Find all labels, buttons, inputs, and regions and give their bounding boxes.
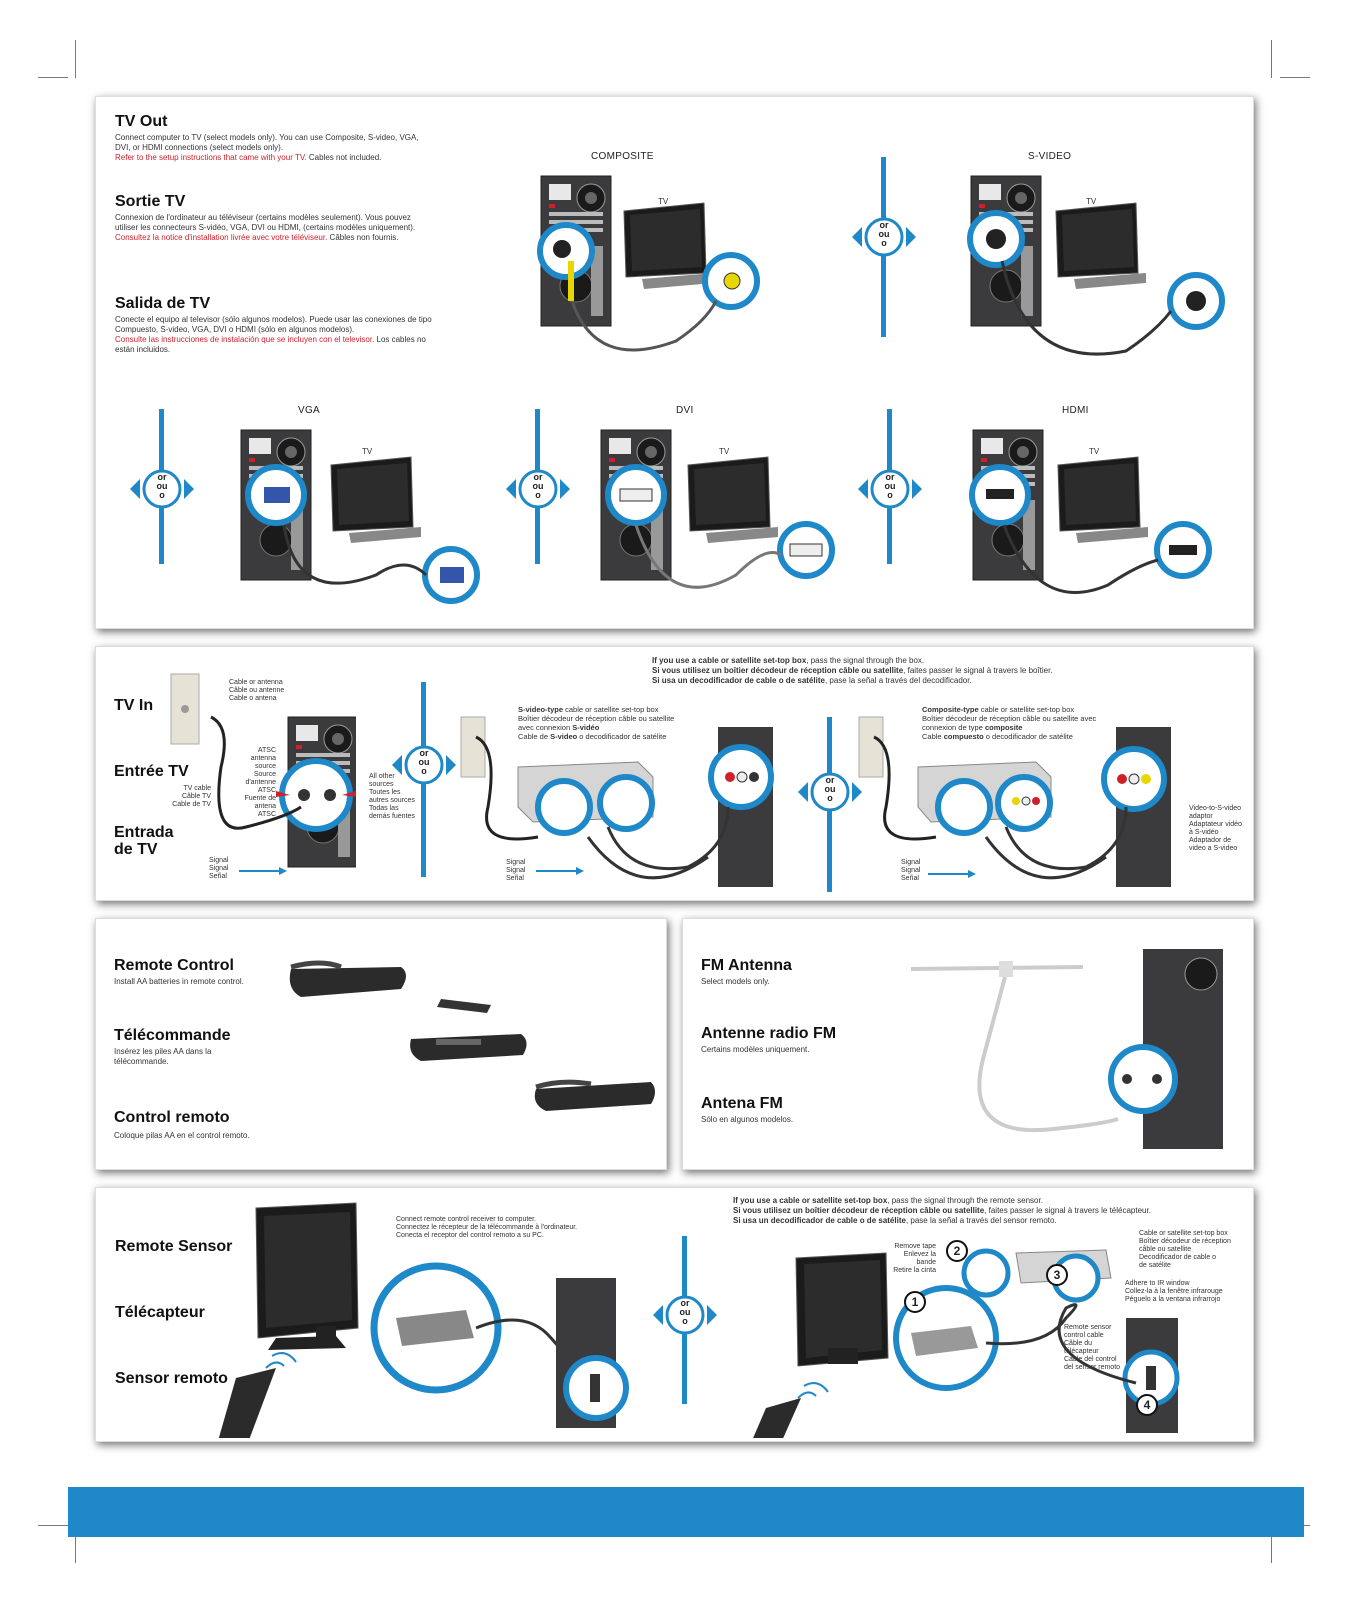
- hdmi-diagram: [969, 429, 1212, 594]
- hdmi-label: HDMI: [1062, 405, 1089, 416]
- stb-intro: If you use a cable or satellite set-top …: [652, 656, 1053, 685]
- tv-label: TV: [658, 197, 669, 206]
- sensor-title-en: Remote Sensor: [115, 1238, 233, 1255]
- dvi-label: DVI: [676, 405, 694, 416]
- crop-mark: [1271, 1525, 1272, 1563]
- tv-label: TV: [1089, 447, 1100, 456]
- vga-label: VGA: [298, 405, 321, 416]
- svideo-stb-label: S-video-type cable or satellite set-top …: [518, 705, 675, 741]
- composite-diagram: [537, 175, 760, 352]
- crop-mark: [75, 1525, 76, 1563]
- remote-sensor-diagram: [218, 1202, 629, 1438]
- crop-mark: [75, 40, 76, 78]
- dvi-diagram: [600, 429, 835, 589]
- composite-label: COMPOSITE: [591, 151, 654, 162]
- crop-mark: [38, 77, 68, 78]
- fm-title-es: Antena FM: [701, 1095, 783, 1112]
- tv-out-title-fr: Sortie TV: [115, 193, 186, 210]
- crop-mark: [1280, 77, 1310, 78]
- tv-in-title-en: TV In: [114, 697, 154, 714]
- wall-jack-icon: [170, 673, 200, 745]
- tv-in-title-fr: Entrée TV: [114, 763, 189, 780]
- remote-title-fr: Télécommande: [114, 1027, 231, 1044]
- remote-text-es: Coloque pilas AA en el control remoto.: [114, 1131, 250, 1140]
- remote-text-en: Install AA batteries in remote control.: [114, 977, 244, 986]
- sensor-title-es: Sensor remoto: [115, 1370, 228, 1387]
- signal-arrow-icon: [928, 870, 976, 878]
- remote-control-panel: Remote Control Install AA batteries in r…: [95, 918, 667, 1170]
- connect-receiver-text: Connect remote control receiver to compu…: [396, 1216, 578, 1239]
- tv-out-panel: TV Out Connect computer to TV (select mo…: [95, 96, 1254, 629]
- tv-label: TV: [1086, 197, 1097, 206]
- remote-battery-illustration: [289, 960, 655, 1111]
- footer-bar: [68, 1487, 1304, 1537]
- tv-out-text-fr: Connexion de l'ordinateur au téléviseur …: [115, 213, 416, 242]
- step-2-badge: 2: [946, 1240, 968, 1262]
- fm-antenna-diagram: [910, 949, 1223, 1149]
- remote-text-fr: Insérez les piles AA dans la télécommand…: [114, 1047, 212, 1066]
- fm-text-es: Sólo en algunos modelos.: [701, 1115, 794, 1124]
- remote-title-es: Control remoto: [114, 1109, 230, 1126]
- svideo-stb-diagram: [460, 716, 774, 887]
- crop-mark: [38, 1525, 68, 1526]
- svideo-diagram: [967, 175, 1225, 356]
- tv-in-diagram: [210, 715, 356, 868]
- tv-out-text-es: Conecte el equipo al televisor (sólo alg…: [115, 315, 432, 354]
- signal-arrow-icon: [239, 867, 287, 875]
- fm-title-en: FM Antenna: [701, 957, 792, 974]
- tv-label: TV: [362, 447, 373, 456]
- tv-out-title-en: TV Out: [115, 113, 168, 130]
- step-4-badge: 4: [1136, 1394, 1158, 1416]
- fm-antenna-panel: FM Antenna Select models only. Antenne r…: [682, 918, 1254, 1170]
- tv-out-text-en: Connect computer to TV (select models on…: [115, 133, 419, 162]
- composite-stb-diagram: [858, 716, 1171, 887]
- composite-stb-label: Composite-type cable or satellite set-to…: [922, 705, 1097, 741]
- step-1-badge: 1: [904, 1291, 926, 1313]
- sensor-stb-intro: If you use a cable or satellite set-top …: [733, 1196, 1151, 1225]
- fm-text-en: Select models only.: [701, 977, 770, 986]
- remote-sensor-panel: Remote Sensor Télécapteur Sensor remoto …: [95, 1187, 1254, 1442]
- tv-label: TV: [719, 447, 730, 456]
- svideo-label: S-VIDEO: [1028, 151, 1072, 162]
- signal-arrow-icon: [536, 867, 584, 875]
- fm-title-fr: Antenne radio FM: [701, 1025, 837, 1042]
- crop-mark: [1271, 40, 1272, 78]
- remote-title-en: Remote Control: [114, 957, 234, 974]
- step-3-badge: 3: [1046, 1264, 1068, 1286]
- sensor-title-fr: Télécapteur: [115, 1304, 205, 1321]
- tv-out-title-es: Salida de TV: [115, 295, 211, 312]
- vga-diagram: [240, 429, 480, 604]
- fm-text-fr: Certains modèles uniquement.: [701, 1045, 810, 1054]
